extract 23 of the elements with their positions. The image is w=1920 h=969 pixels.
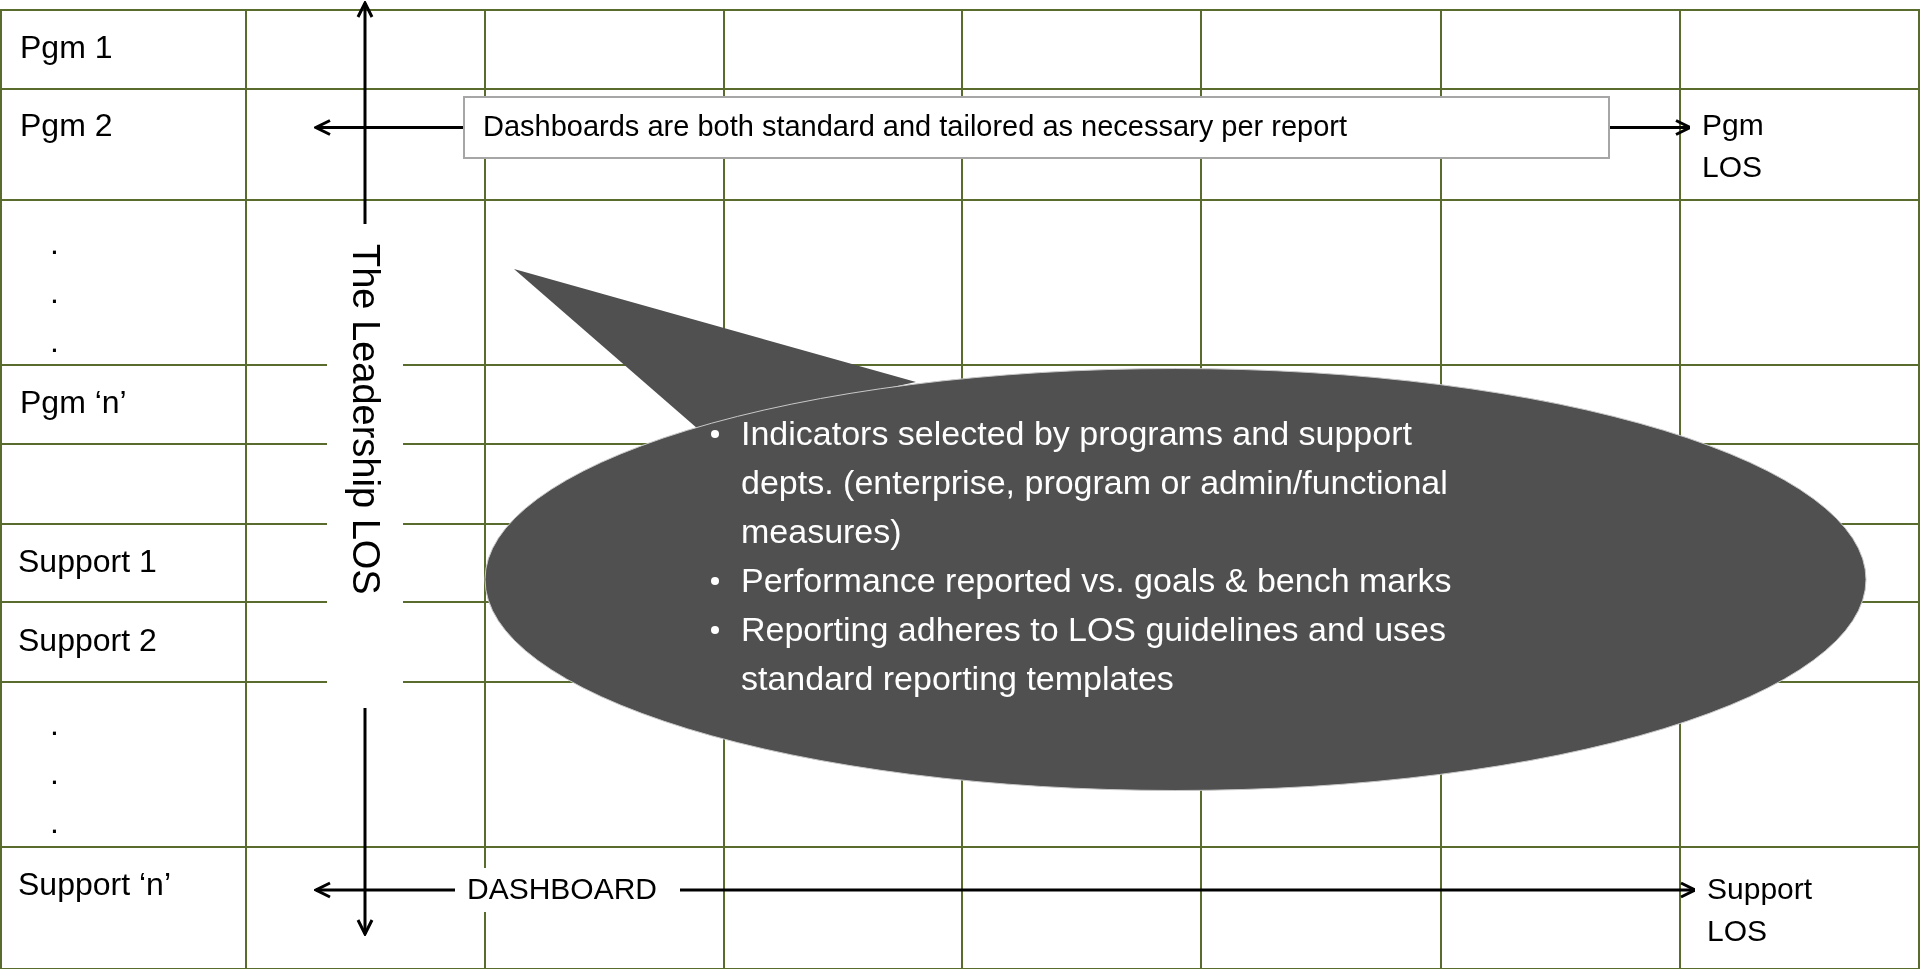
row-header: . (50, 705, 59, 743)
row-header: Support 2 (18, 621, 157, 659)
row-header: . (50, 273, 59, 311)
arrow (1610, 119, 1692, 136)
row-header: Support ‘n’ (18, 865, 171, 903)
node-label: Pgm LOS (1702, 108, 1764, 183)
arrow (680, 881, 1697, 899)
arrow (314, 881, 455, 899)
row-header: . (50, 803, 59, 841)
row-header: Pgm ‘n’ (20, 383, 127, 421)
arrow (356, 708, 374, 936)
row-header: . (50, 224, 59, 262)
node-label: DASHBOARD (467, 872, 658, 905)
row-header: . (50, 322, 59, 360)
arrow (314, 119, 463, 136)
node-label: The Leadership LOS (344, 244, 387, 595)
row-header: Support 1 (18, 542, 157, 580)
row-header: Pgm 1 (20, 28, 113, 66)
arrow (356, 1, 374, 224)
node-label: Support LOS (1707, 872, 1813, 947)
row-header: Pgm 2 (20, 106, 113, 144)
row-header: . (50, 754, 59, 792)
note-box: Dashboards are both standard and tailored as necessary per report (463, 96, 1610, 159)
